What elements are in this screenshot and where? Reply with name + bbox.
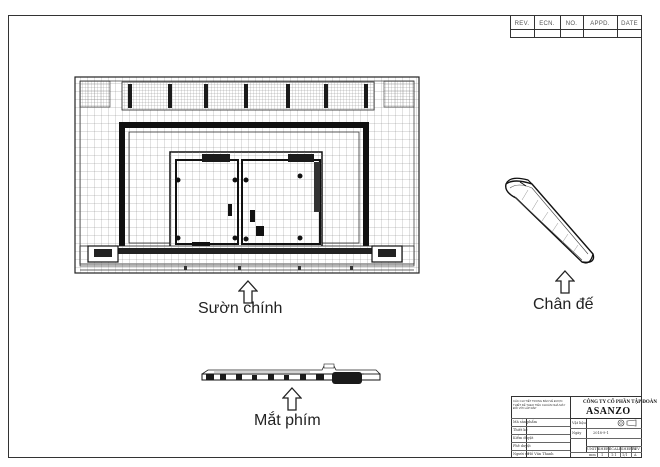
appd-header: APPD.	[590, 21, 610, 27]
main-frame-label: Sườn chính	[198, 300, 283, 317]
main-frame-drawing	[74, 76, 420, 274]
up-arrow-icon	[555, 270, 575, 294]
stand-drawing	[505, 177, 595, 264]
rev-header: REV.	[514, 21, 530, 27]
sheet-border	[8, 15, 642, 458]
brand-name: ASANZO	[586, 406, 631, 417]
row-label: Phê duyệt	[513, 444, 531, 448]
company-name: CÔNG TY CỔ PHẦN TẬP ĐOÀN	[583, 400, 657, 405]
notes-left: CÁC CHI TIẾT TRONG BẢN VẼ ĐƯỢC THIẾT KẾ …	[513, 399, 566, 410]
key-panel-label: Mắt phím	[254, 412, 321, 429]
row-label: Mã sản phẩm	[513, 420, 537, 424]
date-header: DATE	[621, 21, 638, 27]
row-label: Người vẽ	[513, 452, 529, 456]
sheets-header: SHEETS	[621, 447, 637, 451]
key-panel-drawing	[201, 363, 381, 384]
sheets-value: 1/1	[622, 453, 628, 457]
no-header: NO.	[565, 21, 578, 27]
date-value: 2018-9-1	[593, 431, 609, 435]
row-label: Thiết kế	[513, 428, 528, 432]
sheet-value: 1	[601, 453, 604, 457]
units-value: mm	[589, 453, 596, 457]
row-label: Kiểm duyệt	[513, 436, 534, 440]
material-label: Vật liệu	[572, 421, 586, 425]
stand-label: Chân đế	[533, 296, 594, 313]
scale-value: 1:1	[611, 453, 617, 457]
up-arrow-icon	[282, 387, 302, 411]
rev-header: REV	[632, 447, 640, 451]
up-arrow-icon	[238, 280, 258, 304]
projection-symbol-icon	[617, 419, 637, 427]
rev-value: A	[634, 453, 637, 457]
scale-header: SCALE	[609, 447, 622, 451]
date-label: Ngày	[572, 431, 582, 435]
sheet-header: SHEET	[598, 447, 611, 451]
ecn-header: ECN.	[539, 21, 555, 27]
units-header: UNITS	[587, 447, 600, 451]
drawer-name: Hồ Văn Thanh	[528, 452, 554, 456]
